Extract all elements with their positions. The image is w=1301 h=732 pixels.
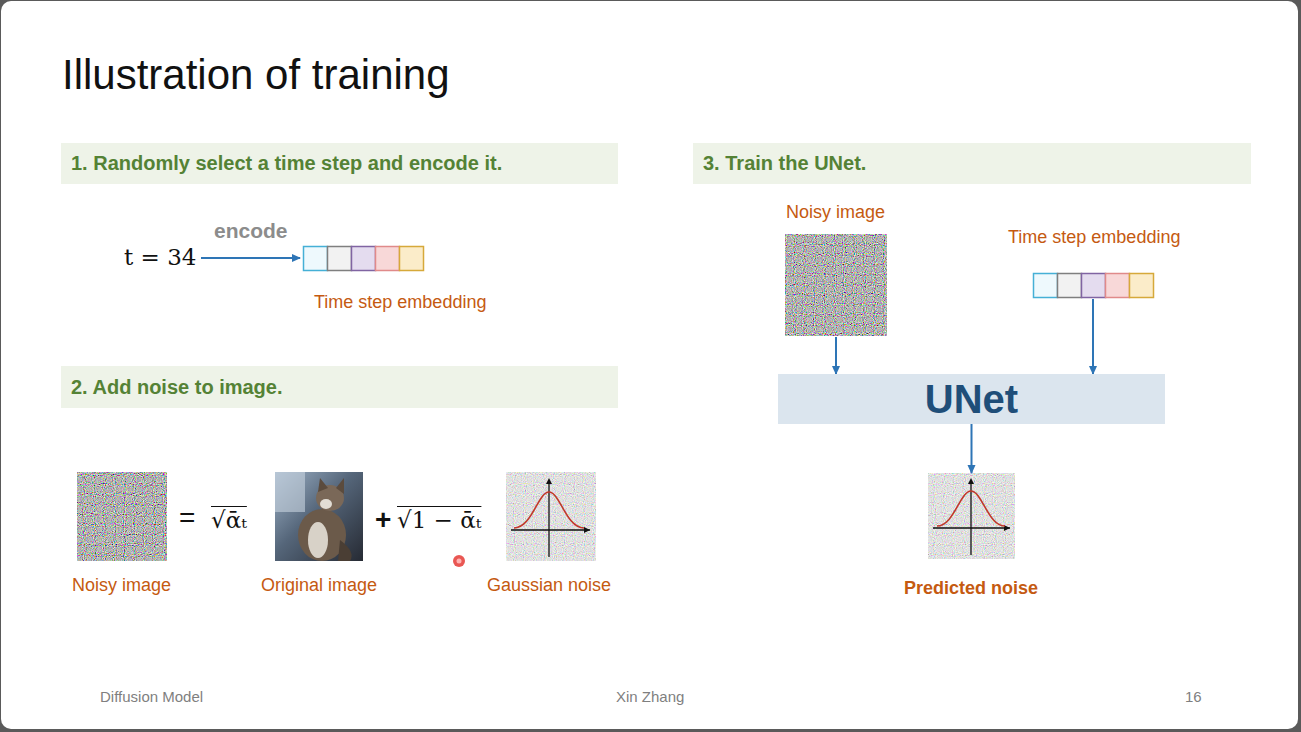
encode-arrow	[201, 257, 300, 259]
pointer-dot-core	[457, 559, 462, 564]
output-image-node: Predicted noise	[899, 473, 1044, 603]
output-label: Predicted noise	[904, 578, 1038, 600]
section-title: 1. Randomly select a time step and encod…	[71, 152, 502, 175]
input-label: Time step embedding	[1008, 227, 1180, 249]
input-node: Noisy image	[768, 200, 904, 337]
equals-sign: =	[179, 501, 195, 535]
time-embedding-right	[1034, 274, 1154, 298]
flow-arrow	[1092, 299, 1094, 374]
section-header-band: 3. Train the UNet.	[693, 143, 1251, 184]
cat-image	[275, 472, 363, 561]
section-title: 3. Train the UNet.	[703, 152, 866, 175]
page-number: 16	[1185, 688, 1202, 706]
noisy-image	[77, 472, 167, 561]
footer-text: Diffusion Model	[100, 688, 203, 706]
time-step-value: t = 34	[124, 244, 196, 272]
section-header-band: 2. Add noise to image.	[61, 366, 618, 408]
gaussian-noise-image	[506, 472, 596, 561]
section-title: 2. Add noise to image.	[71, 376, 283, 399]
section-header-band: 1. Randomly select a time step and encod…	[61, 143, 618, 184]
coefficient: √ᾱₜ	[211, 507, 247, 535]
noisy-image-input	[785, 234, 887, 336]
input-node: Time step embedding	[998, 226, 1190, 299]
slide-title: Illustration of training	[62, 50, 450, 100]
input-label: Noisy image	[786, 202, 885, 224]
unet-block: UNet	[778, 374, 1165, 424]
caption: Gaussian noise	[487, 575, 611, 597]
footer-text: Xin Zhang	[616, 688, 684, 706]
predicted-noise-image	[928, 473, 1015, 559]
flow-arrow	[971, 424, 973, 473]
caption: Time step embedding	[314, 292, 486, 314]
flow-arrow	[835, 337, 837, 374]
time-embedding-left	[304, 247, 424, 271]
caption: Noisy image	[72, 575, 171, 597]
coefficient: √1 − ᾱₜ	[397, 507, 481, 535]
caption: Original image	[261, 575, 377, 597]
plus-sign: +	[375, 503, 391, 537]
block-label: UNet	[925, 377, 1018, 422]
encode-label: encode	[214, 218, 288, 243]
pointer-dot	[453, 555, 465, 567]
